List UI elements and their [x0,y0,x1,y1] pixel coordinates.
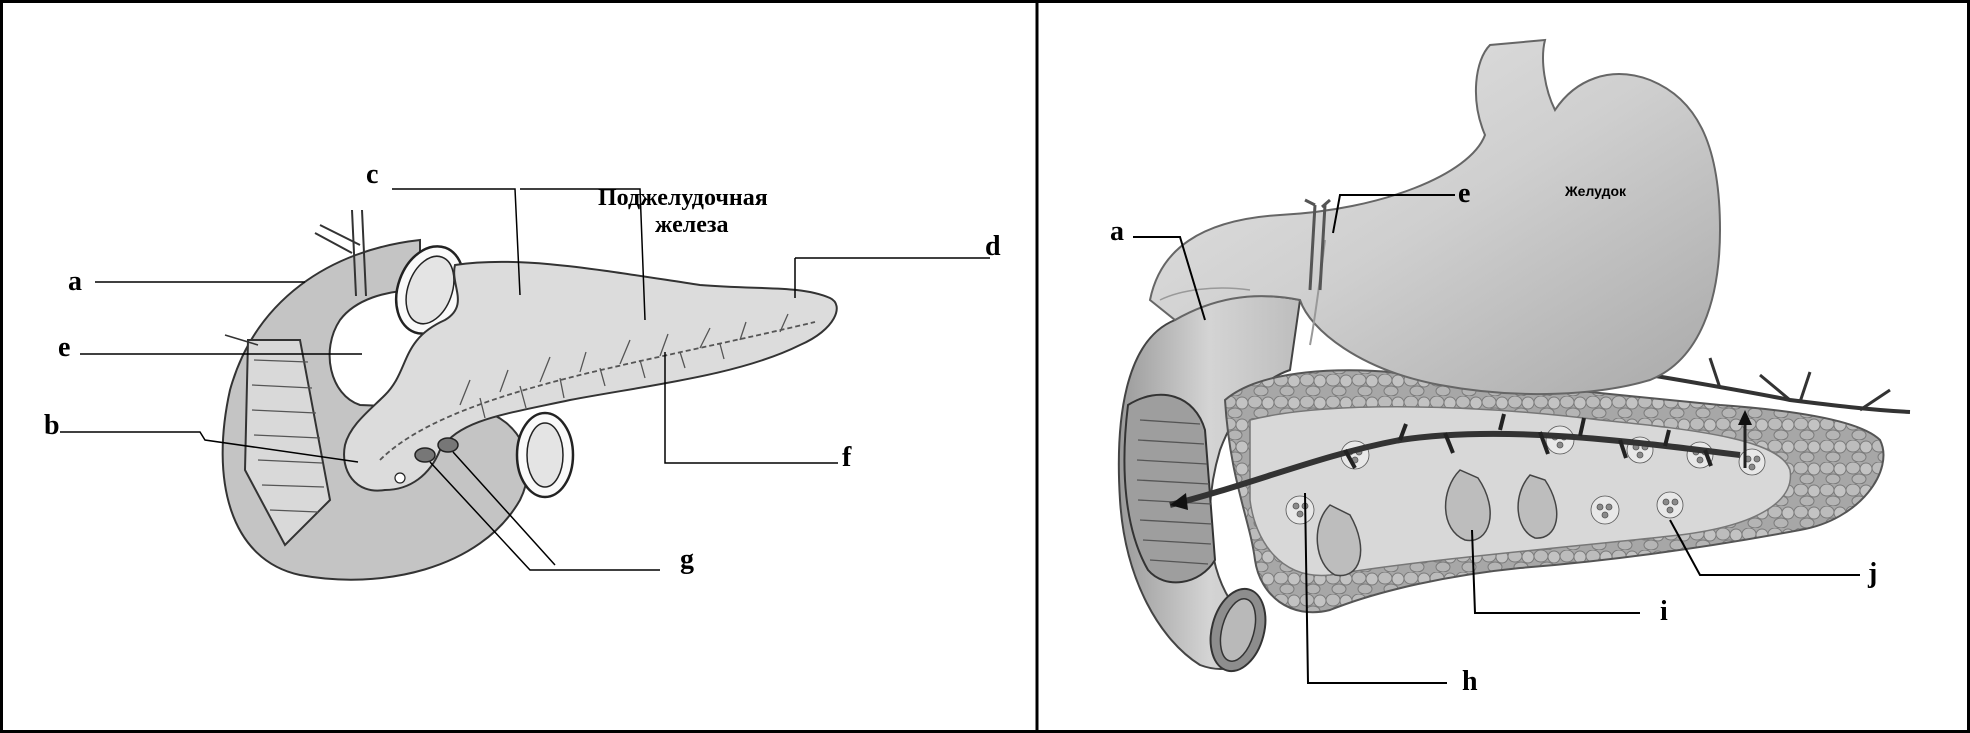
left-pancreas-figure: a e b c d f g Поджелудочная железа [44,159,1001,580]
stomach-label: Желудок [1564,183,1627,199]
right-label-j: j [1867,558,1877,589]
left-label-e: e [58,332,70,363]
left-label-b: b [44,410,60,441]
left-label-d: d [985,231,1001,262]
left-label-g: g [680,544,694,575]
right-label-a: a [1110,216,1124,247]
left-label-c: c [366,159,378,190]
pancreas-caption-line2: железа [655,212,729,238]
right-label-i: i [1660,596,1668,627]
pancreas-caption-line1: Поджелудочная [598,185,768,211]
right-label-h: h [1462,666,1478,697]
right-label-e: e [1458,178,1470,209]
left-label-a: a [68,266,82,297]
left-label-f: f [842,442,852,473]
right-anatomy-figure: a e h i j Желудок [1110,40,1910,697]
